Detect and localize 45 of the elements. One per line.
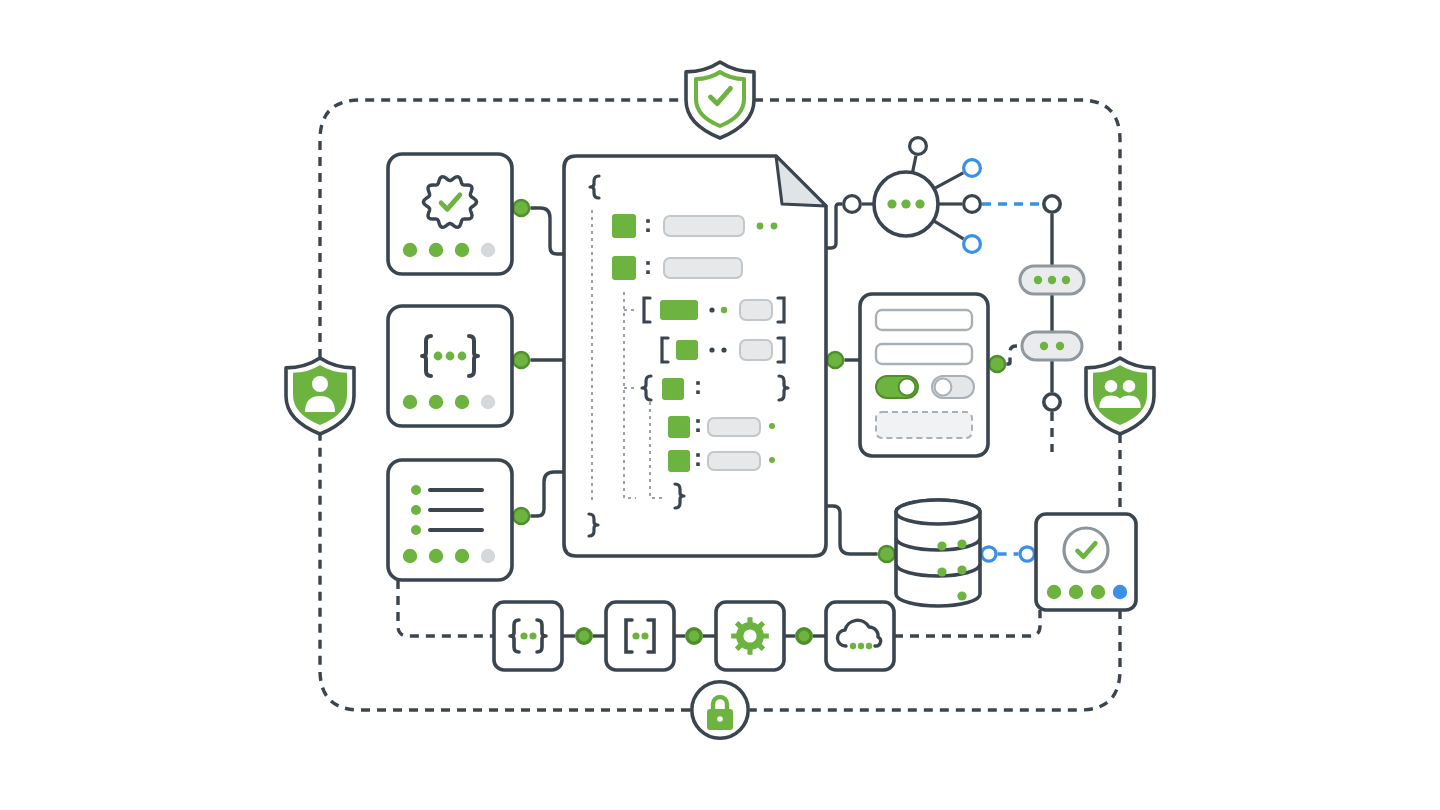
dashed-connector [988,344,1022,374]
shield-check-icon [684,60,756,140]
dashed-connector [894,610,1042,638]
dashed-connector [982,202,1042,206]
port-circle [1042,392,1062,412]
connector-line [1050,360,1054,392]
connector-line [512,350,564,370]
dashed-connector [1050,412,1054,452]
icon-tile [824,600,896,672]
status-card [1034,512,1138,612]
connector-line [826,350,860,370]
connection-dot [685,627,703,645]
connector-line [703,634,716,638]
lock-icon [690,680,750,740]
dashed-boundary-line [318,434,690,712]
form-panel [858,292,990,458]
dashed-connector [396,580,494,638]
connection-dot [575,627,593,645]
network-hub-icon [842,136,982,254]
connector-line [813,634,826,638]
icon-tile [714,600,786,672]
connector-line [512,198,564,256]
module-card [386,458,514,582]
dashed-boundary-line [750,610,1122,712]
connector-line [784,634,795,638]
icon-tile [492,600,564,672]
connector-line [826,202,842,250]
icon-tile [604,600,676,672]
dashed-connector [980,545,1036,563]
connector-line [1050,214,1054,266]
status-pill [1018,264,1086,296]
module-card [386,152,514,276]
connector-line [512,470,564,526]
status-pill [1020,330,1084,362]
user-shield-icon [284,356,356,436]
connector-line [674,634,685,638]
users-shield-icon [1084,356,1156,436]
connector-line [1050,294,1054,332]
connector-line [826,504,896,564]
connector-line [562,634,575,638]
port-circle [1042,194,1062,214]
module-card [386,304,514,428]
database-icon [894,498,982,608]
connection-dot [795,627,813,645]
connector-line [593,634,606,638]
